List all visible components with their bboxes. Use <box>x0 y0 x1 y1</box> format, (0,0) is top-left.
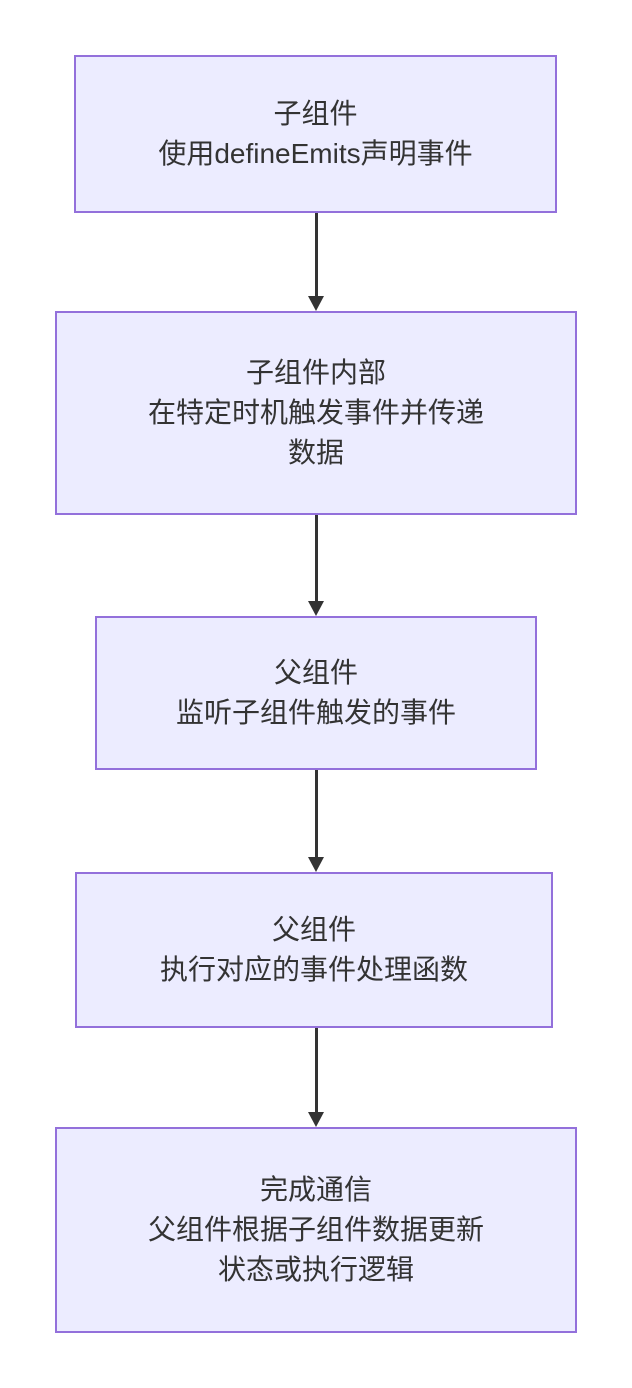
node-label-step-1: 子组件 使用defineEmits声明事件 <box>158 98 473 169</box>
arrow-step1-to-step2 <box>308 213 324 311</box>
flowchart-node-step-5: 完成通信 父组件根据子组件数据更新 状态或执行逻辑 <box>55 1127 577 1333</box>
arrowhead-down-icon <box>308 1112 324 1127</box>
node-label-step-3: 父组件 监听子组件触发的事件 <box>175 657 456 728</box>
arrowhead-down-icon <box>308 296 324 311</box>
arrow-line <box>314 1028 318 1112</box>
node-label-step-4: 父组件 执行对应的事件处理函数 <box>159 914 468 985</box>
arrowhead-down-icon <box>308 601 324 616</box>
node-label-step-5: 完成通信 父组件根据子组件数据更新 状态或执行逻辑 <box>147 1174 484 1285</box>
arrow-line <box>314 515 318 601</box>
flowchart-node-step-1: 子组件 使用defineEmits声明事件 <box>74 55 557 213</box>
arrow-step2-to-step3 <box>308 515 324 616</box>
arrow-line <box>314 770 318 857</box>
flowchart-node-step-2: 子组件内部 在特定时机触发事件并传递 数据 <box>55 311 577 515</box>
flowchart-node-step-4: 父组件 执行对应的事件处理函数 <box>75 872 553 1028</box>
flowchart-node-step-3: 父组件 监听子组件触发的事件 <box>95 616 537 770</box>
arrow-step4-to-step5 <box>308 1028 324 1127</box>
arrow-line <box>314 213 318 296</box>
node-label-step-2: 子组件内部 在特定时机触发事件并传递 数据 <box>147 357 484 468</box>
arrowhead-down-icon <box>308 857 324 872</box>
arrow-step3-to-step4 <box>308 770 324 872</box>
